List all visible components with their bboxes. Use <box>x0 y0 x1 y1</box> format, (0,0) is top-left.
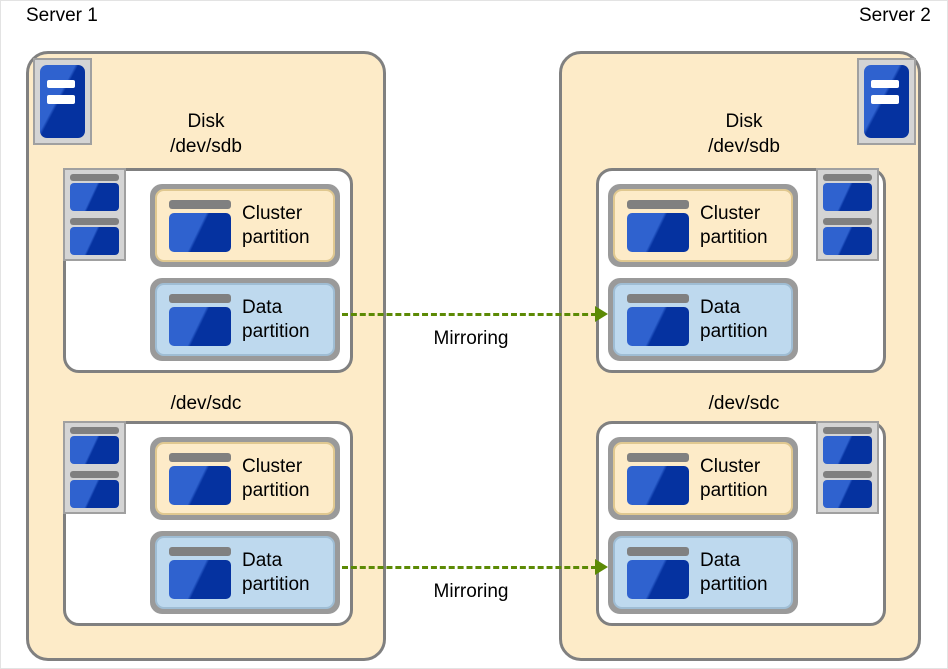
server2-disk0-data-partition[interactable]: Data partition <box>608 278 798 361</box>
disk-platter-bottom <box>70 470 119 508</box>
partition-label: Cluster partition <box>242 202 310 248</box>
disk-icon <box>63 168 126 261</box>
server-slot-top <box>47 79 76 89</box>
disk-platter-body <box>70 435 119 465</box>
disk-platter-top <box>70 174 119 212</box>
server1-disk0-title: Disk /dev/sdb <box>91 109 321 159</box>
server2-disk0-title: Disk /dev/sdb <box>629 109 859 159</box>
disk-platter-top <box>70 427 119 465</box>
partition-glyph-icon <box>627 293 689 346</box>
disk-platter-body <box>823 226 872 255</box>
partition-glyph-icon <box>169 546 231 599</box>
server2-disk0-cluster-partition[interactable]: Cluster partition <box>608 184 798 267</box>
server1-disk0-title-line1: Disk <box>187 111 225 132</box>
disk-icon <box>816 421 879 514</box>
server2-disk1-data-partition[interactable]: Data partition <box>608 531 798 614</box>
disk-platter-bottom <box>823 470 872 508</box>
partition-label: Data partition <box>242 296 310 342</box>
mirroring-arrow-sdc <box>342 566 597 569</box>
partition-glyph-icon <box>169 452 231 505</box>
disk-icon <box>63 421 126 514</box>
partition-label: Data partition <box>242 549 310 595</box>
partition-label: Cluster partition <box>700 202 768 248</box>
disk-platter-body <box>823 182 872 212</box>
mirroring-arrowhead-sdc <box>595 559 608 575</box>
disk-platter-bottom <box>823 217 872 255</box>
server1-disk0-cluster-partition[interactable]: Cluster partition <box>150 184 340 267</box>
disk-platter-cap <box>70 217 119 226</box>
mirroring-arrow-sdb <box>342 313 597 316</box>
disk-platter-body <box>70 226 119 255</box>
partition-label: Data partition <box>700 549 768 595</box>
server-chassis <box>40 65 85 138</box>
disk-platter-cap <box>70 427 119 435</box>
server2-disk0-title-line2: /dev/sdb <box>708 136 780 157</box>
disk-platter-top <box>823 174 872 212</box>
mirroring-arrowhead-sdb <box>595 306 608 322</box>
server-slot-bottom <box>871 94 900 104</box>
disk-platter-body <box>823 435 872 465</box>
server2-disk1-cluster-partition[interactable]: Cluster partition <box>608 437 798 520</box>
partition-glyph-icon <box>169 199 231 252</box>
disk-platter-cap <box>823 174 872 182</box>
server1-label: Server 1 <box>26 5 98 26</box>
server1-disk1-cluster-partition[interactable]: Cluster partition <box>150 437 340 520</box>
server2-disk0-title-line1: Disk <box>725 111 763 132</box>
mirroring-label-sdb: Mirroring <box>433 328 509 349</box>
disk-platter-body <box>70 479 119 508</box>
disk-platter-cap <box>823 470 872 479</box>
disk-platter-cap <box>823 217 872 226</box>
server1-disk0-title-line2: /dev/sdb <box>170 136 242 157</box>
disk-platter-body <box>70 182 119 212</box>
disk-icon <box>816 168 879 261</box>
mirroring-label-sdc: Mirroring <box>433 581 509 602</box>
partition-glyph-icon <box>627 452 689 505</box>
disk-platter-body <box>823 479 872 508</box>
server1-disk1-title-line2: /dev/sdc <box>170 393 242 414</box>
server2-disk1-title: /dev/sdc <box>629 391 859 416</box>
server2-label: Server 2 <box>859 5 931 26</box>
disk-platter-bottom <box>70 217 119 255</box>
partition-glyph-icon <box>627 199 689 252</box>
server2-disk1-title-line2: /dev/sdc <box>708 393 780 414</box>
partition-label: Cluster partition <box>700 455 768 501</box>
server-slot-top <box>871 79 900 89</box>
server-icon <box>857 58 916 145</box>
server-slot-bottom <box>47 94 76 104</box>
partition-glyph-icon <box>169 293 231 346</box>
server-chassis <box>864 65 909 138</box>
disk-platter-cap <box>70 470 119 479</box>
server-icon <box>33 58 92 145</box>
disk-platter-cap <box>70 174 119 182</box>
disk-platter-cap <box>823 427 872 435</box>
server1-disk1-title: /dev/sdc <box>91 391 321 416</box>
disk-platter-top <box>823 427 872 465</box>
partition-glyph-icon <box>627 546 689 599</box>
server1-disk0-data-partition[interactable]: Data partition <box>150 278 340 361</box>
server1-disk1-data-partition[interactable]: Data partition <box>150 531 340 614</box>
partition-label: Cluster partition <box>242 455 310 501</box>
partition-label: Data partition <box>700 296 768 342</box>
